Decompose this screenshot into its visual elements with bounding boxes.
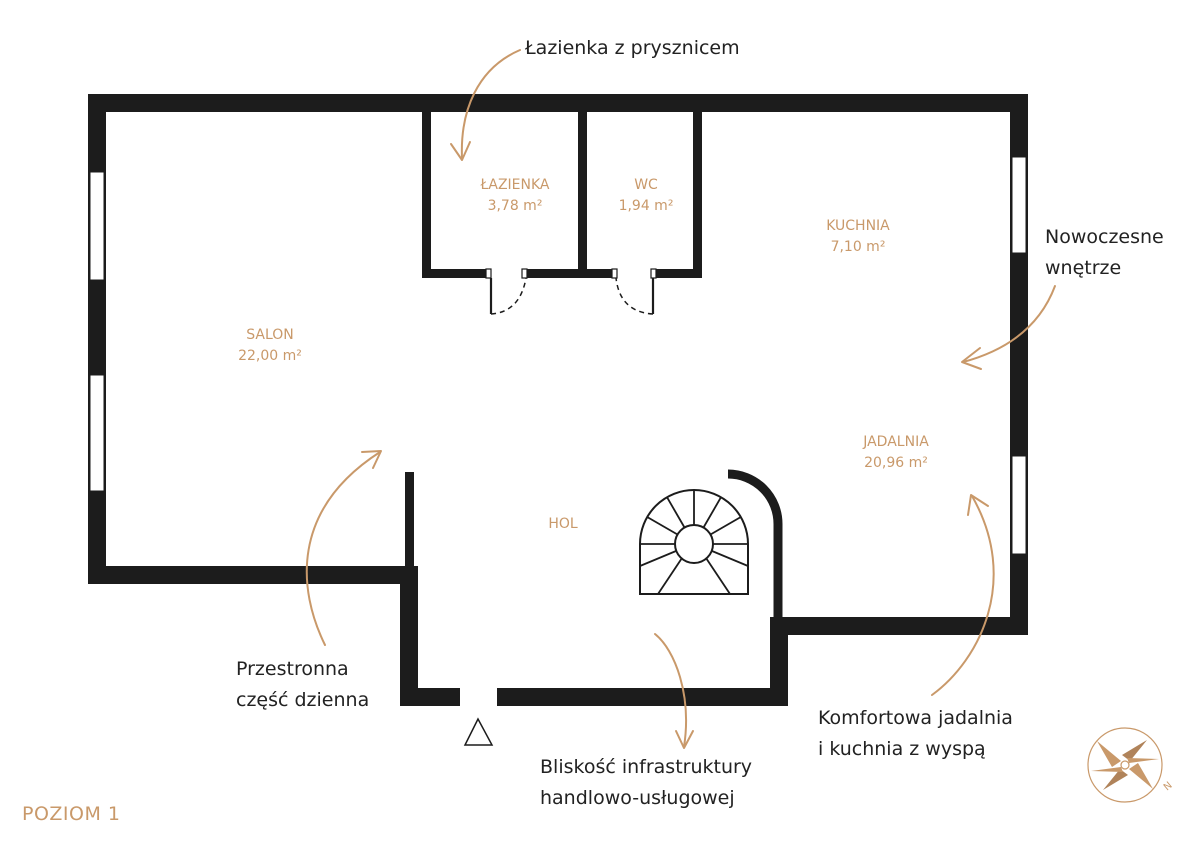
compass-rose-icon: N	[1087, 727, 1175, 803]
window-left-lower	[89, 374, 105, 492]
room-area-lazienka: 3,78 m²	[488, 198, 543, 214]
annotation-modern-line2: wnętrze	[1045, 257, 1122, 279]
hol-right-wall	[770, 617, 788, 706]
bottom-wall-right	[497, 688, 788, 706]
svg-text:N: N	[1162, 780, 1175, 793]
room-name-kuchnia: KUCHNIA	[826, 218, 890, 234]
staircase-outline	[639, 489, 749, 595]
hol-left-wall	[400, 566, 418, 706]
wc-door-swing	[615, 277, 654, 315]
room-name-lazienka: ŁAZIENKA	[480, 177, 550, 193]
room-name-salon: SALON	[246, 327, 294, 343]
room-name-hol: HOL	[548, 516, 578, 532]
arrowhead-bathroom	[450, 141, 471, 161]
annotation-spacious: Przestronna część dzienna	[236, 654, 369, 716]
annotation-dining-line2: i kuchnia z wyspą	[818, 738, 986, 760]
room-name-wc: WC	[634, 177, 658, 193]
arrowhead-infrastructure	[675, 730, 694, 749]
bathroom-right-wall	[578, 110, 587, 278]
wc-right-wall	[693, 110, 702, 278]
room-area-salon: 22,00 m²	[238, 348, 302, 364]
spiral-staircase	[639, 469, 783, 617]
arrow-spacious	[305, 451, 381, 646]
annotation-infrastructure-line1: Bliskość infrastruktury	[540, 756, 753, 778]
annotation-dining-line1: Komfortowa jadalnia	[818, 707, 1013, 729]
arrowhead-dining	[967, 494, 989, 516]
arrow-infrastructure	[654, 633, 688, 748]
bathroom-left-wall	[422, 110, 431, 278]
room-area-wc: 1,94 m²	[619, 198, 674, 214]
staircase-core	[674, 524, 714, 564]
left-wall	[88, 94, 106, 584]
level-label: POZIOM 1	[22, 803, 121, 825]
annotation-bathroom-text: Łazienka z prysznicem	[525, 37, 740, 59]
annotation-infrastructure-line2: handlowo-usługowej	[540, 787, 735, 809]
annotation-spacious-line2: część dzienna	[236, 689, 370, 711]
salon-bottom-wall	[88, 566, 418, 584]
arrowhead-spacious	[361, 450, 382, 469]
arrow-modern	[962, 285, 1056, 363]
bathroom-front-wall-b	[526, 269, 616, 278]
room-labels: ŁAZIENKA 3,78 m² WC 1,94 m² KUCHNIA 7,10…	[238, 177, 929, 532]
bathroom-front-wall-a	[422, 269, 488, 278]
staircase-curved-wall	[727, 469, 783, 617]
bottom-wall-left	[400, 688, 460, 706]
annotation-spacious-line1: Przestronna	[236, 658, 349, 680]
arrow-dining	[931, 495, 995, 696]
staircase-steps	[639, 490, 749, 595]
arrow-bathroom	[460, 49, 521, 159]
annotation-arrows	[305, 49, 1056, 749]
door-post	[611, 268, 618, 279]
annotation-dining: Komfortowa jadalnia i kuchnia z wyspą	[818, 703, 1013, 765]
arrowhead-modern	[961, 347, 982, 370]
jadalnia-bottom-wall	[770, 617, 1028, 635]
room-name-jadalnia: JADALNIA	[862, 434, 929, 450]
annotation-modern: Nowoczesne wnętrze	[1045, 222, 1164, 284]
room-area-jadalnia: 20,96 m²	[864, 455, 928, 471]
annotation-infrastructure: Bliskość infrastruktury handlowo-usługow…	[540, 752, 752, 814]
window-right-upper	[1011, 156, 1027, 254]
windows	[89, 156, 1027, 555]
bathroom-door-swing	[490, 277, 527, 315]
door-post	[650, 268, 657, 279]
door-post	[485, 268, 492, 279]
doors	[485, 268, 657, 315]
annotation-bathroom: Łazienka z prysznicem	[525, 33, 740, 64]
entrance-arrow-icon	[463, 717, 494, 746]
hall-partition-wall	[405, 472, 414, 572]
window-right-lower	[1011, 455, 1027, 555]
top-wall	[88, 94, 1028, 112]
room-area-kuchnia: 7,10 m²	[831, 239, 886, 255]
walls	[88, 94, 1028, 706]
wc-front-wall	[655, 269, 702, 278]
window-left-upper	[89, 171, 105, 281]
door-post	[521, 268, 528, 279]
annotation-modern-line1: Nowoczesne	[1045, 226, 1164, 248]
